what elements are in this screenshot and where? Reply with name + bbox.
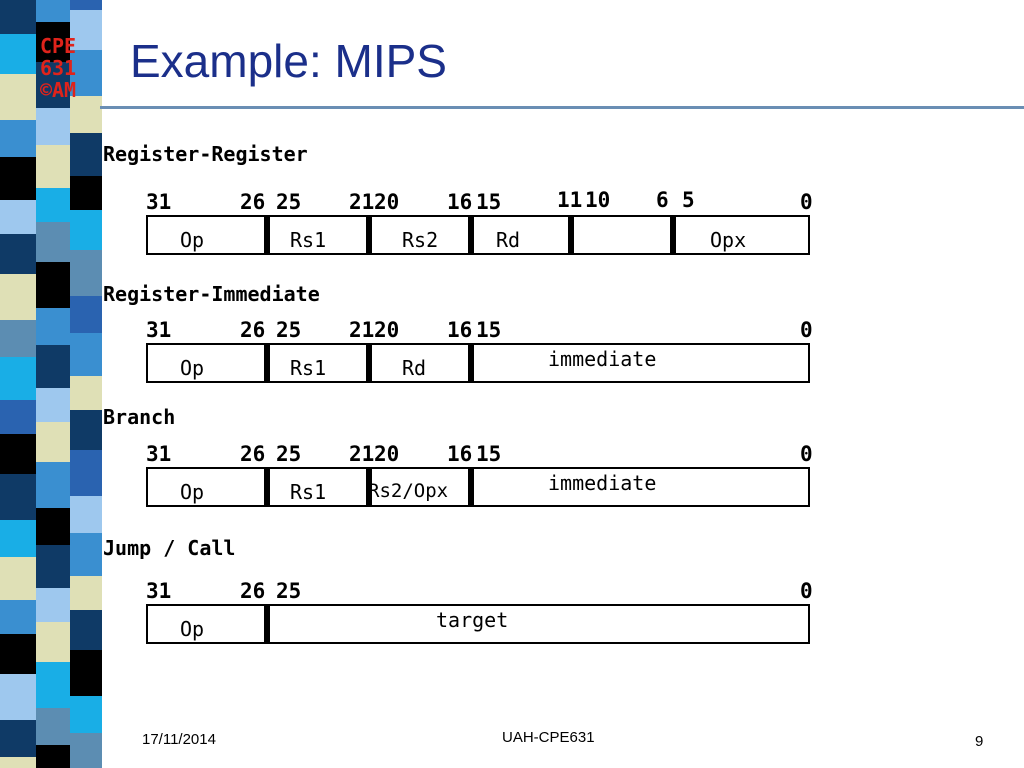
course-logo: CPE 631 ©AM [18,35,98,101]
slide-title: Example: MIPS [130,35,447,87]
field-target: target [436,608,509,632]
bit-number: 25 [276,190,302,214]
bit-number: 0 [800,318,813,342]
bit-number: 26 [240,579,266,603]
bit-number: 5 [682,188,695,212]
footer-date: 17/11/2014 [142,731,216,748]
bit-number: 31 [146,442,172,466]
field-rd: Rd [402,356,427,380]
field-op: Op [180,617,205,641]
bit-number: 21 [349,442,375,466]
bit-number: 26 [240,442,266,466]
field-rd: Rd [496,228,521,252]
format-label-jump-call: Jump / Call [103,536,236,560]
bit-number: 20 [374,190,400,214]
bit-number: 31 [146,318,172,342]
field-op: Op [180,228,205,252]
bit-number: 20 [374,318,400,342]
field-opx: Opx [710,228,747,252]
bit-number: 11 [557,188,583,212]
bit-number: 15 [476,318,502,342]
bit-number: 16 [447,190,473,214]
bit-number: 15 [476,190,502,214]
footer-course: UAH-CPE631 [502,729,595,746]
bit-number: 16 [447,442,473,466]
bit-number: 0 [800,442,813,466]
instruction-format-branch: Op Rs1 Rs2/Opx immediate [146,467,810,507]
field-rs2-opx: Rs2/Opx [368,480,449,502]
bit-number: 31 [146,190,172,214]
footer-page-number: 9 [975,733,984,750]
bit-number: 25 [276,318,302,342]
bit-number: 0 [800,190,813,214]
decorative-side-strip [0,0,102,768]
format-label-branch: Branch [103,405,176,429]
bit-number: 20 [374,442,400,466]
field-rs1: Rs1 [290,228,327,252]
field-op: Op [180,356,205,380]
bit-number: 31 [146,579,172,603]
field-immediate: immediate [548,347,657,371]
instruction-format-jump-call: Op target [146,604,810,644]
bit-number: 26 [240,318,266,342]
bit-number: 10 [585,188,611,212]
bit-number: 16 [447,318,473,342]
bit-number: 25 [276,442,302,466]
bit-number: 26 [240,190,266,214]
logo-line-1: CPE [39,34,77,58]
bit-number: 0 [800,579,813,603]
bit-number: 21 [349,190,375,214]
field-rs2: Rs2 [402,228,439,252]
logo-line-3: ©AM [39,78,77,102]
field-immediate: immediate [548,471,657,495]
bit-number: 6 [656,188,669,212]
logo-line-2: 631 [39,56,77,80]
field-rs1: Rs1 [290,356,327,380]
field-rs1: Rs1 [290,480,327,504]
bit-number: 15 [476,442,502,466]
instruction-format-register-immediate: Op Rs1 Rd immediate [146,343,810,383]
format-label-register-immediate: Register-Immediate [103,282,320,306]
title-divider [100,106,1024,109]
bit-number: 25 [276,579,302,603]
format-label-register-register: Register-Register [103,142,308,166]
bit-number: 21 [349,318,375,342]
instruction-format-register-register: Op Rs1 Rs2 Rd Opx [146,215,810,255]
field-op: Op [180,480,205,504]
